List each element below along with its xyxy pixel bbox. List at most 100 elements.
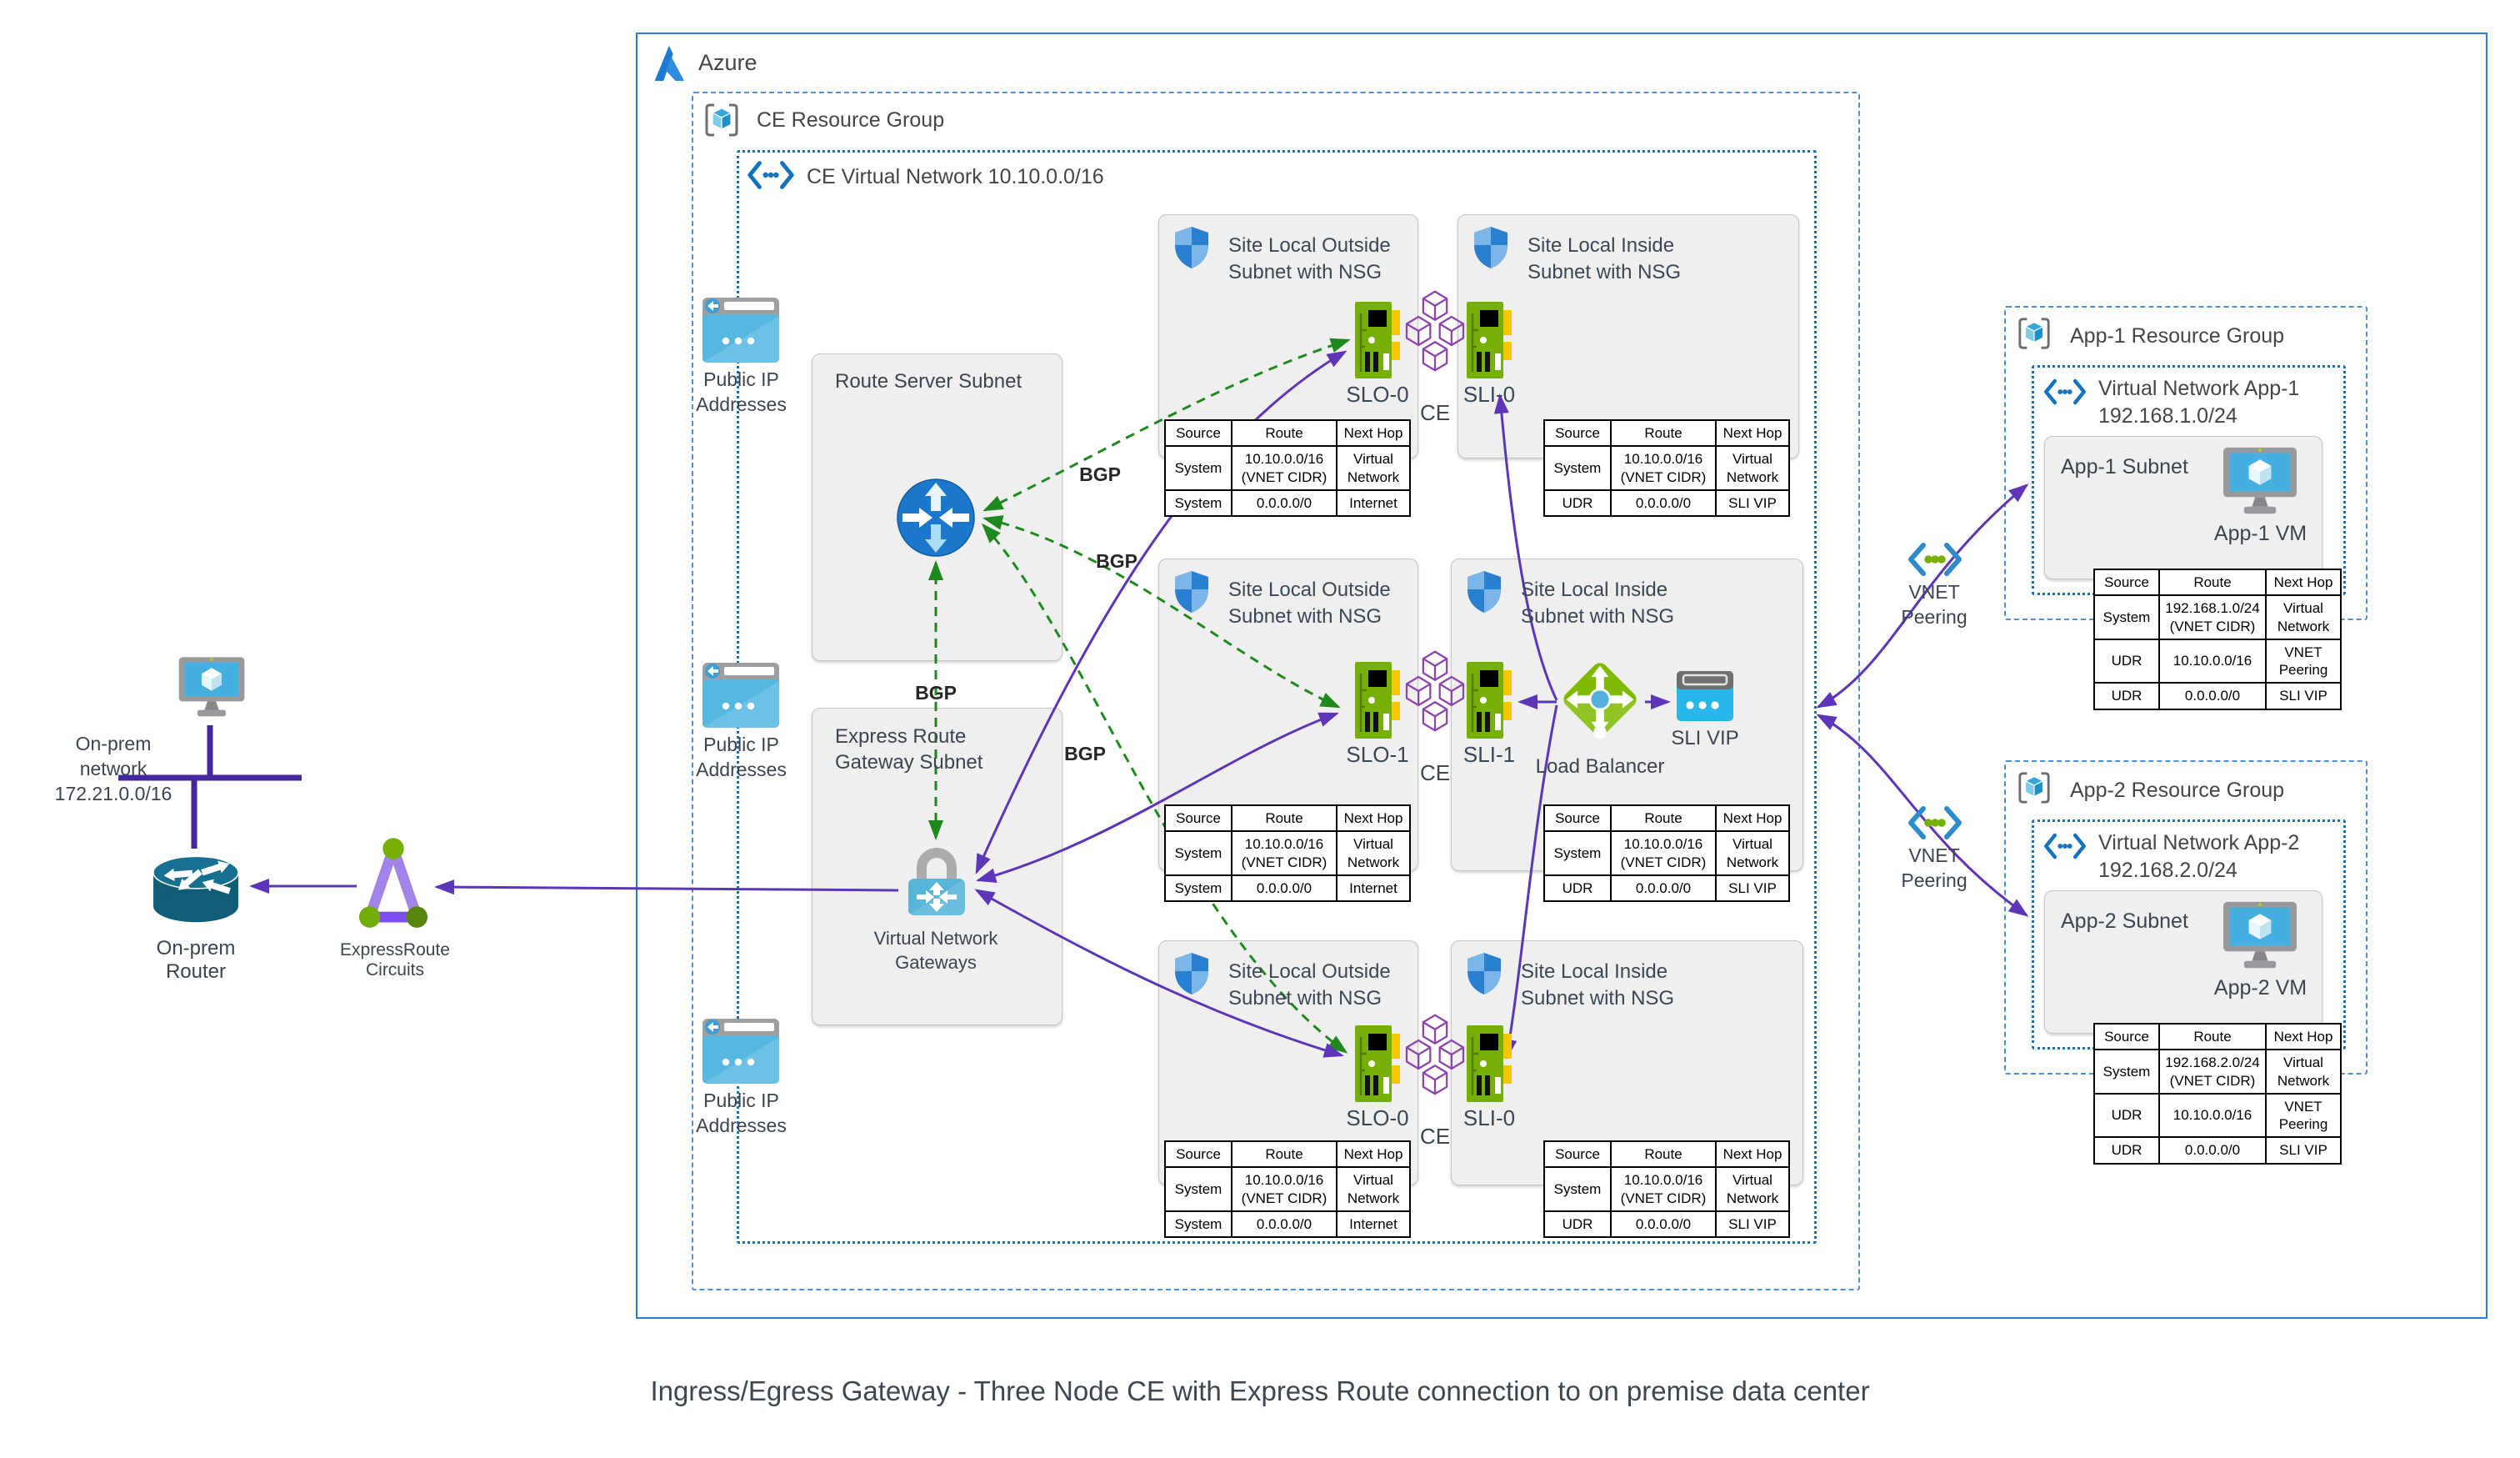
cell: UDR — [2093, 682, 2160, 710]
onprem-network-label: On-prem network 172.21.0.0/16 — [47, 732, 180, 807]
site-inside-header-mid: Site Local Inside Subnet with NSG — [1521, 577, 1674, 629]
cell: 10.10.0.0/16 — [2158, 638, 2267, 684]
slo1-label: SLO-1 — [1346, 742, 1409, 767]
cell: System — [1164, 830, 1232, 876]
label-line: On-prem network — [75, 733, 152, 779]
cell: System — [2093, 594, 2160, 640]
slo0-label: SLO-0 — [1346, 1105, 1409, 1130]
cell: Internet — [1336, 874, 1411, 903]
sli0-nic-icon — [1467, 302, 1512, 378]
virtual-network-icon — [2043, 832, 2087, 860]
azure-label: Azure — [698, 50, 758, 75]
col-header: Next Hop — [2265, 1022, 2342, 1051]
sli0-label: SLI-0 — [1462, 1105, 1516, 1130]
sli0-label: SLI-0 — [1462, 382, 1516, 407]
header-line: Site Local Outside — [1228, 960, 1391, 983]
cell: 192.168.1.0/24 (VNET CIDR) — [2158, 594, 2267, 640]
header-line: Subnet with NSG — [1228, 260, 1382, 283]
header-line: Subnet with NSG — [1521, 604, 1675, 628]
route-server-subnet-label: Route Server Subnet — [835, 370, 1022, 393]
col-header: Route — [1610, 418, 1717, 448]
col-header: Source — [1164, 1140, 1232, 1169]
label-line: Addresses — [696, 393, 787, 415]
ce-cluster-icon — [1405, 1012, 1465, 1097]
cell: Internet — [1336, 489, 1411, 518]
app1-resource-group-label: App-1 Resource Group — [2070, 324, 2285, 348]
virtual-network-icon — [2043, 378, 2087, 406]
label-line: 192.168.2.0/24 — [2098, 858, 2238, 882]
bgp-label: BGP — [1079, 463, 1121, 485]
col-header: Source — [1164, 418, 1232, 448]
label-line: VNET — [1908, 581, 1960, 603]
cell: VNET Peering — [2265, 638, 2342, 684]
resource-group-icon — [2017, 770, 2052, 805]
cell: System — [1543, 1166, 1612, 1212]
label-line: Public IP — [703, 368, 779, 390]
slo0-nic-icon — [1355, 302, 1400, 378]
virtual-network-gateway-icon — [900, 840, 973, 917]
header-line: Site Local Outside — [1228, 579, 1391, 601]
label-line: VNET — [1908, 844, 1960, 866]
bgp-label: BGP — [915, 682, 957, 704]
header-line: Subnet with NSG — [1228, 604, 1382, 628]
resource-group-icon — [2017, 316, 2052, 351]
public-ip-label: Public IP Addresses — [693, 733, 789, 783]
cell: UDR — [1543, 489, 1612, 518]
diagram-title: Ingress/Egress Gateway - Three Node CE w… — [650, 1375, 1870, 1406]
cell: 192.168.2.0/24 (VNET CIDR) — [2158, 1049, 2267, 1095]
cell: Virtual Network — [1336, 1166, 1411, 1212]
cell: 0.0.0.0/0 — [1231, 1210, 1338, 1239]
cell: 0.0.0.0/0 — [1231, 489, 1338, 518]
nsg-shield-icon — [1472, 226, 1509, 269]
app1-subnet-label: App-1 Subnet — [2061, 455, 2188, 478]
virtual-network-gateways-label: Virtual Network Gateways — [873, 928, 998, 973]
cell: Virtual Network — [1715, 445, 1790, 491]
public-ip-icon — [702, 1019, 779, 1084]
nsg-shield-icon — [1466, 952, 1502, 995]
load-balancer-icon — [1558, 658, 1642, 741]
cell: UDR — [2093, 1092, 2160, 1139]
cell: System — [1164, 1166, 1232, 1212]
bgp-label: BGP — [1096, 550, 1138, 572]
cell: 10.10.0.0/16 (VNET CIDR) — [1231, 1166, 1338, 1212]
cell: 0.0.0.0/0 — [2158, 682, 2267, 710]
header-line: Site Local Inside — [1521, 960, 1668, 983]
public-ip-label: Public IP Addresses — [693, 1089, 789, 1139]
cell: 10.10.0.0/16 (VNET CIDR) — [1610, 1166, 1717, 1212]
cell: Virtual Network — [1715, 830, 1790, 876]
expressroute-circuits-label: ExpressRoute Circuits — [340, 940, 450, 980]
site-outside-header-mid: Site Local Outside Subnet with NSG — [1228, 577, 1391, 629]
label-line: Virtual Network App-2 — [2098, 831, 2300, 854]
cell: Virtual Network — [1336, 830, 1411, 876]
nsg-shield-icon — [1173, 226, 1210, 269]
label-line: 192.168.1.0/24 — [2098, 403, 2238, 428]
label-line: Peering — [1901, 869, 1968, 891]
col-header: Next Hop — [2265, 568, 2342, 597]
app2-vnet-label: Virtual Network App-2 192.168.2.0/24 — [2098, 829, 2299, 884]
cell: Virtual Network — [1336, 445, 1411, 491]
onprem-router-label: On-prem Router — [156, 937, 236, 983]
sli1-nic-icon — [1467, 662, 1512, 739]
app1-vm-label: App-1 VM — [2213, 522, 2308, 545]
header-line: Site Local Outside — [1228, 234, 1391, 257]
app2-resource-group-label: App-2 Resource Group — [2070, 779, 2285, 802]
sli0-nic-icon — [1467, 1025, 1512, 1102]
nsg-shield-icon — [1466, 570, 1502, 614]
sli-vip-label: SLI VIP — [1671, 727, 1739, 749]
cell: 10.10.0.0/16 (VNET CIDR) — [1231, 445, 1338, 491]
sli1-label: SLI-1 — [1462, 742, 1516, 767]
app2-vm-icon — [2222, 900, 2298, 974]
site-outside-header-bottom: Site Local Outside Subnet with NSG — [1228, 959, 1391, 1011]
cell: 10.10.0.0/16 (VNET CIDR) — [1610, 445, 1717, 491]
slo1-nic-icon — [1355, 662, 1400, 739]
onprem-workstation-icon — [178, 650, 246, 727]
cell: Virtual Network — [2265, 1049, 2342, 1095]
col-header: Next Hop — [1715, 804, 1790, 833]
app2-vm-label: App-2 VM — [2213, 976, 2308, 1000]
cell: SLI VIP — [2265, 682, 2342, 710]
cell: 0.0.0.0/0 — [1610, 874, 1717, 903]
